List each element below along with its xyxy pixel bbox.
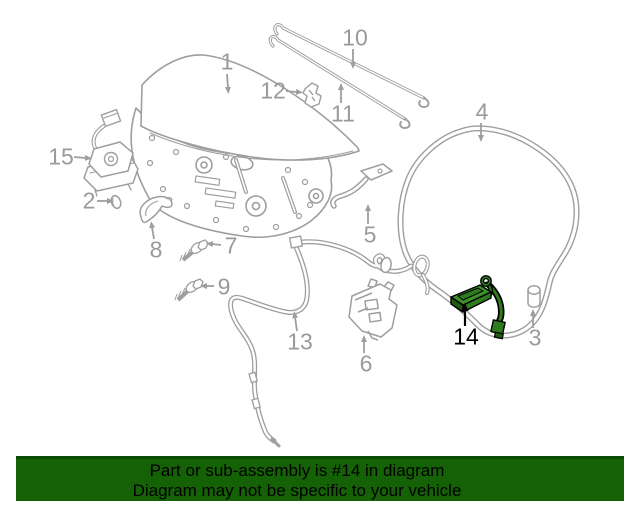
callout-arrows	[73, 49, 536, 353]
hook-clip-drawing	[139, 195, 173, 224]
emergency-release-handle-drawing-highlighted	[450, 275, 506, 340]
banner-line-1: Part or sub-assembly is #14 in diagram	[149, 461, 445, 480]
callout-label-1: 1	[220, 48, 234, 75]
callout-label-3: 3	[528, 324, 542, 351]
arrow-13	[292, 311, 299, 332]
callout-label-8: 8	[149, 236, 163, 263]
callout-label-9: 9	[217, 273, 231, 300]
callout-label-4: 4	[475, 98, 489, 125]
release-lever-drawing	[330, 163, 393, 209]
arrow-1	[224, 73, 231, 94]
callout-label-13: 13	[287, 328, 313, 355]
callout-label-7: 7	[224, 232, 238, 259]
arrow-8	[149, 221, 156, 240]
callout-label-10: 10	[342, 24, 368, 51]
arrow-7	[206, 241, 222, 248]
trunk-lid-panel-drawing	[130, 54, 360, 239]
bolt-drawing-7	[179, 239, 209, 262]
lock-cylinder-drawing	[83, 108, 139, 197]
arrow-12	[285, 88, 303, 95]
callout-label-14-highlighted: 14	[453, 323, 479, 350]
torsion-bar-upper-drawing	[273, 23, 430, 109]
bolt-drawing-9	[174, 278, 204, 302]
weatherstrip-drawing	[397, 125, 580, 339]
callout-label-6: 6	[359, 350, 373, 377]
release-cable-drawing	[228, 235, 430, 448]
highlight-banner: Part or sub-assembly is #14 in diagram D…	[16, 456, 624, 501]
banner-line-2: Diagram may not be specific to your vehi…	[132, 481, 462, 500]
arrow-15	[73, 154, 92, 161]
stopper-drawing	[527, 285, 541, 308]
callout-label-2: 2	[82, 187, 96, 214]
callout-label-5: 5	[363, 221, 377, 248]
hinge-clip-drawing	[302, 82, 322, 108]
torsion-bar-lower-drawing	[268, 35, 411, 130]
latch-drawing	[348, 278, 398, 341]
callout-label-12: 12	[260, 77, 286, 104]
callout-label-15: 15	[48, 143, 74, 170]
grommet-drawing	[110, 194, 122, 210]
callout-label-11: 11	[331, 100, 355, 127]
